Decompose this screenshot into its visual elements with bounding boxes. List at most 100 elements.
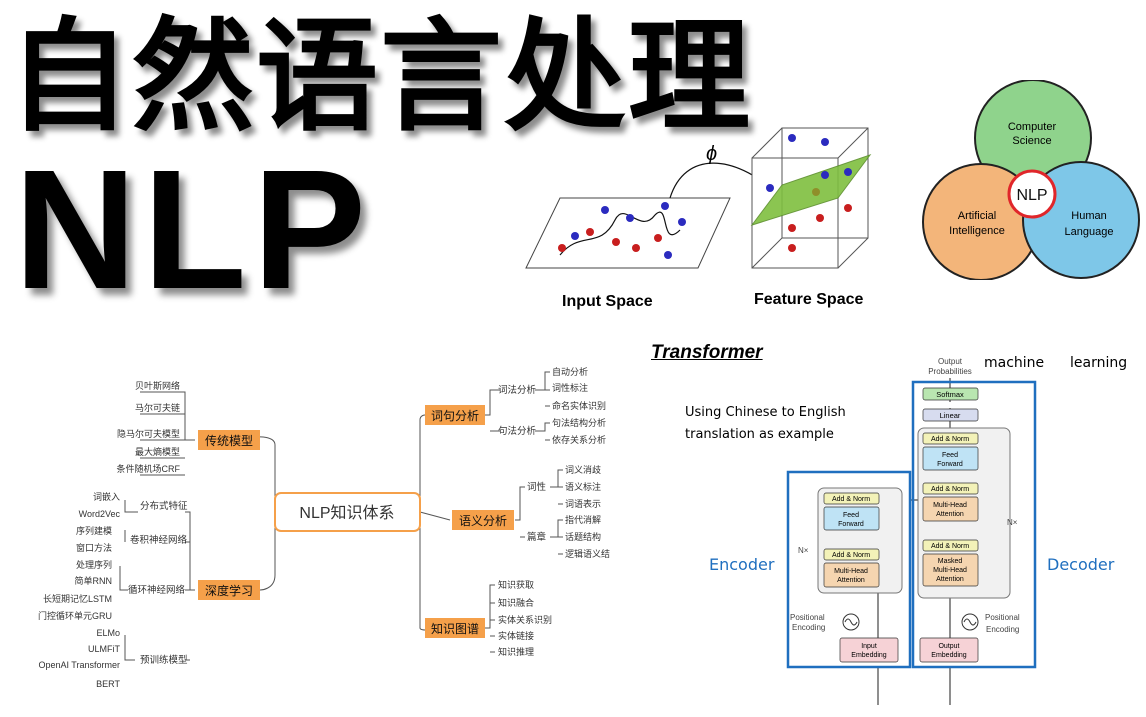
- separating-hyperplane: [750, 154, 872, 226]
- decoder-nx: N×: [1007, 518, 1018, 527]
- venn-center-label: NLP: [1016, 187, 1047, 204]
- feature-space-figure: ϕ Input Space Feature Space: [525, 127, 872, 310]
- softmax-block: [922, 387, 979, 401]
- phi-label: ϕ: [706, 143, 717, 165]
- dec-pos-line1: Positional: [985, 613, 1020, 622]
- deep-g4-leaf-2: ULMFiT: [88, 644, 120, 654]
- dec-mmh-line1: Masked: [938, 558, 963, 565]
- sent-g2-leaf-1: 句法结构分析: [552, 417, 606, 428]
- deep-group-4: 预训练模型: [140, 654, 188, 666]
- encoder-frame: [786, 470, 912, 669]
- dec-addnorm-1: [922, 539, 979, 552]
- sent-group-1: 词法分析: [498, 384, 537, 396]
- sem-g2-leaf-2: 话题结构: [565, 531, 601, 542]
- deep-g3-leaf-4: 门控循环单元GRU: [38, 610, 112, 621]
- dec-masked-mh: [922, 553, 979, 587]
- branch-kg: [425, 618, 485, 638]
- venn-right-line2: Language: [1065, 226, 1114, 238]
- kg-leaf-4: 实体链接: [498, 630, 534, 641]
- sent-g1-leaf-1: 自动分析: [552, 366, 588, 377]
- leaf-trad-5: 条件随机场CRF: [117, 463, 181, 474]
- branch-kg-label: 知识图谱: [431, 622, 479, 636]
- branch-sentence: [425, 405, 485, 425]
- decoder-label: Decoder: [1047, 555, 1115, 574]
- deep-g2-leaf-2: 窗口方法: [76, 542, 112, 553]
- output-emb-line1: Output: [938, 643, 959, 650]
- deep-g2-leaf-1: 序列建模: [76, 525, 112, 536]
- venn-top-line2: Science: [1012, 135, 1051, 147]
- nlp-mindmap: NLP知识体系 传统模型 深度学习 词句分析 语义分析 知识图谱 贝叶斯网络 马…: [38, 366, 610, 689]
- dec-multi-head: [922, 496, 979, 522]
- sem-g1-leaf-2: 语义标注: [565, 481, 601, 492]
- dec-pos-line2: Encoding: [986, 625, 1019, 634]
- venn-right-line1: Human: [1071, 210, 1106, 222]
- dec-feed-forward: [922, 446, 979, 471]
- encoder-label: Encoder: [709, 555, 775, 574]
- encoder-nx: N×: [798, 546, 809, 555]
- mindmap-root: [274, 492, 421, 532]
- deep-g4-leaf-4: BERT: [96, 679, 120, 689]
- dec-ff-line2: Forward: [937, 461, 963, 468]
- decoder-frame: [911, 380, 1037, 669]
- branch-semantic: [452, 510, 514, 530]
- dec-sine-icon: [963, 618, 977, 626]
- sent-g1-leaf-3: 命名实体识别: [552, 400, 606, 411]
- dec-mh-line2: Attention: [936, 511, 964, 518]
- enc-multi-head: [823, 562, 880, 588]
- branch-deep-label: 深度学习: [205, 583, 253, 598]
- enc-addnorm-2: [823, 492, 880, 505]
- leaf-trad-4: 最大熵模型: [135, 446, 180, 457]
- branch-traditional-label: 传统模型: [205, 433, 253, 448]
- dec-addnorm-3-label: Add & Norm: [931, 436, 969, 443]
- enc-addnorm-1: [823, 548, 880, 561]
- enc-pos-line1: Positional: [790, 613, 825, 622]
- input-embedding: [839, 637, 899, 663]
- deep-g3-leaf-1: 处理序列: [76, 559, 112, 570]
- branch-sentence-label: 词句分析: [431, 409, 479, 423]
- output-word-2: learning: [1070, 355, 1128, 371]
- dec-mmh-line2: Multi-Head: [933, 567, 967, 574]
- sem-group-2: 篇章: [527, 531, 547, 543]
- dec-addnorm-2: [922, 482, 979, 495]
- sem-g1-leaf-3: 词语表示: [565, 498, 601, 509]
- output-embedding: [919, 637, 979, 663]
- enc-addnorm-1-label: Add & Norm: [832, 552, 870, 559]
- input-emb-line2: Embedding: [851, 652, 887, 659]
- deep-group-2: 卷积神经网络: [130, 534, 188, 546]
- output-word-1: machine: [984, 355, 1045, 371]
- sent-g1-leaf-2: 词性标注: [552, 382, 588, 393]
- dec-mh-line1: Multi-Head: [933, 502, 967, 509]
- transformer-architecture: Output Probabilities Softmax Linear Add …: [786, 357, 1037, 705]
- input-points: [558, 202, 686, 259]
- input-space-label: Input Space: [562, 293, 653, 310]
- venn-left-line2: Intelligence: [949, 225, 1005, 237]
- deep-g4-leaf-3: OpenAI Transformer: [38, 660, 120, 670]
- linear-block: [922, 408, 979, 422]
- sent-g2-leaf-2: 依存关系分析: [552, 434, 606, 445]
- leaf-trad-1: 贝叶斯网络: [135, 380, 180, 391]
- venn-left-line1: Artificial: [958, 210, 997, 222]
- output-emb-line2: Embedding: [931, 652, 967, 659]
- venn-top-line1: Computer: [1008, 121, 1057, 133]
- dec-addnorm-3: [922, 432, 979, 445]
- enc-feed-forward: [823, 506, 880, 531]
- branch-semantic-label: 语义分析: [459, 514, 507, 528]
- branch-deep: [198, 580, 260, 600]
- kg-leaf-5: 知识推理: [498, 646, 534, 657]
- input-emb-line1: Input: [861, 643, 877, 650]
- softmax-label: Softmax: [936, 390, 964, 399]
- transformer-note-line2: translation as example: [685, 427, 834, 442]
- decision-curve: [559, 211, 681, 256]
- dec-addnorm-2-label: Add & Norm: [931, 486, 969, 493]
- deep-g1-leaf-2: Word2Vec: [79, 509, 121, 519]
- sem-g2-leaf-3: 逻辑语义结: [565, 548, 610, 559]
- deep-g3-leaf-2: 简单RNN: [75, 575, 113, 586]
- enc-mh-line2: Attention: [837, 577, 865, 584]
- mindmap-root-label: NLP知识体系: [299, 504, 394, 522]
- feature-points: [766, 134, 852, 252]
- transformer-heading: Transformer: [651, 342, 763, 363]
- venn-center: [1007, 169, 1057, 219]
- sent-group-2: 句法分析: [498, 425, 537, 437]
- leaf-trad-2: 马尔可夫链: [135, 402, 180, 413]
- kg-leaf-3: 实体关系识别: [498, 614, 552, 625]
